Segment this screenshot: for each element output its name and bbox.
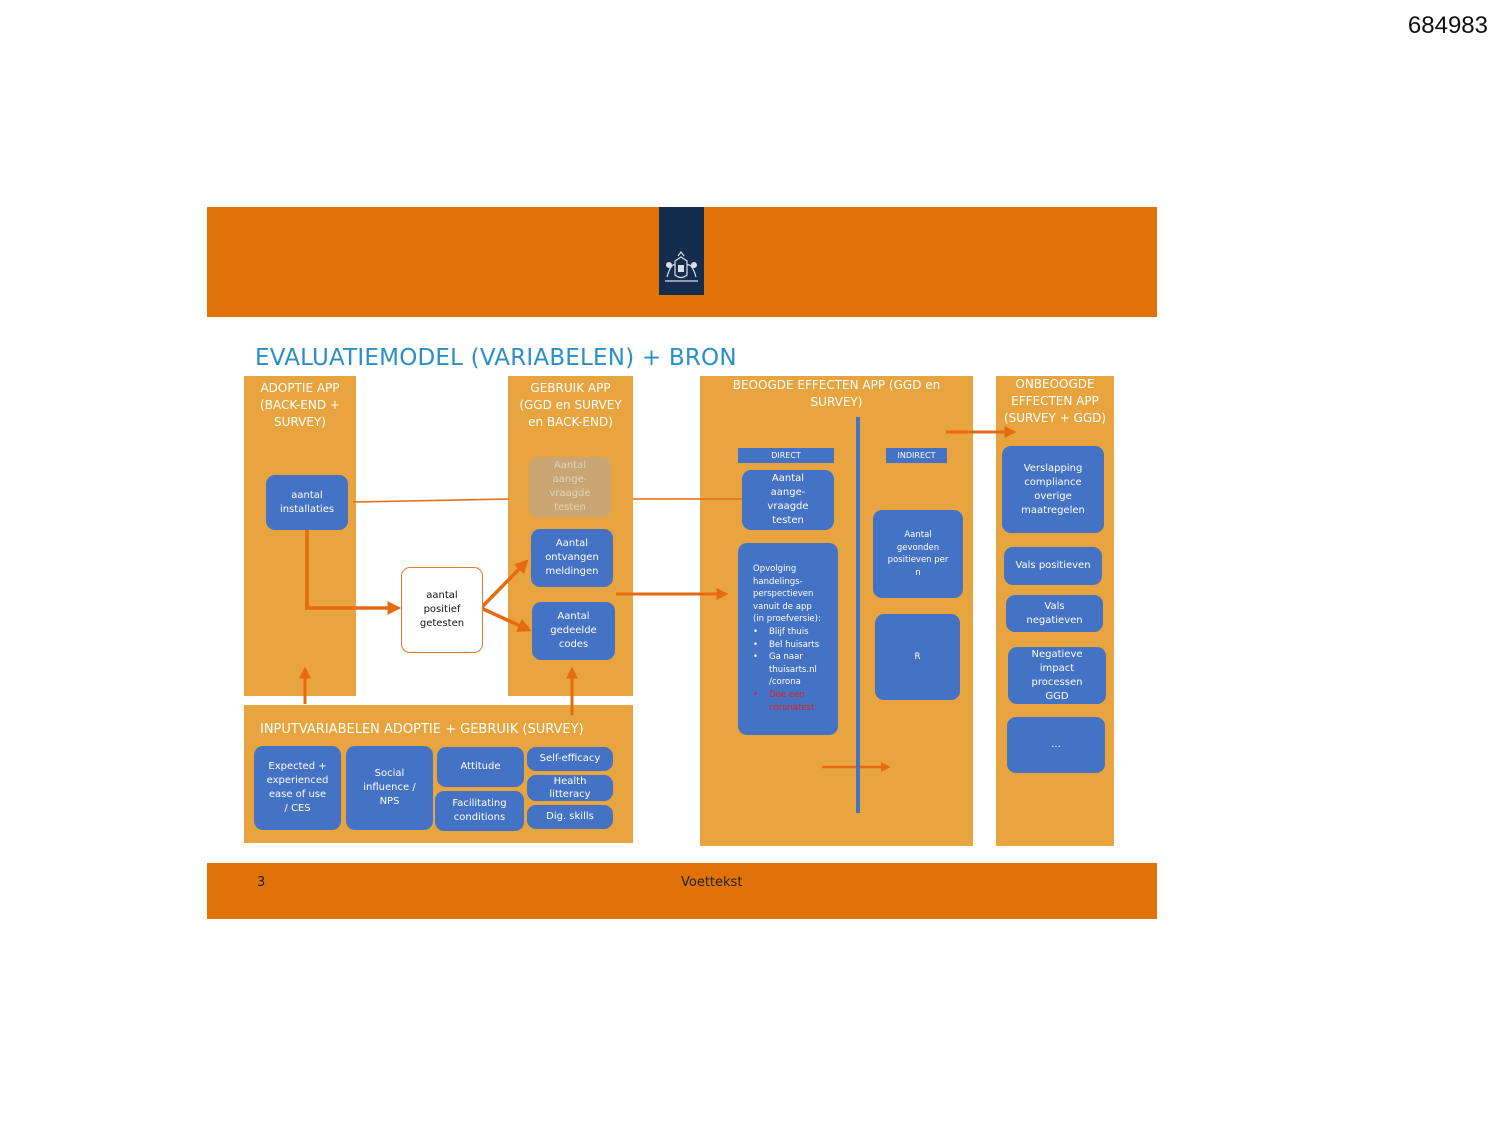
direct-indirect-divider — [856, 417, 860, 813]
box-facilitating-conditions: Facilitating conditions — [435, 791, 524, 831]
tag-direct: DIRECT — [738, 448, 834, 463]
arrow-positief-ontvangen — [479, 559, 529, 610]
coat-of-arms-icon — [665, 251, 698, 282]
box-vals-positieven: Vals positieven — [1004, 547, 1102, 585]
slide: EVALUATIEMODEL (VARIABELEN) + BRON ADOPT… — [207, 207, 1157, 919]
box-r: R — [875, 614, 960, 700]
box-ellipsis: ... — [1007, 717, 1105, 773]
panel-beoogde-title: BEOOGDE EFFECTEN APP (GGD en SURVEY) — [732, 378, 941, 409]
opvolging-item-blijf-thuis: Blijf thuis — [753, 626, 835, 639]
arrow-positief-gedeelde — [480, 606, 532, 632]
tag-indirect: INDIRECT — [886, 448, 947, 463]
box-aantal-aangevraagde-testen-gray: Aantal aange- vraagde testen — [529, 457, 611, 517]
box-self-efficacy: Self-efficacy — [527, 747, 613, 771]
opvolging-item-thuisarts: Ga naar thuisarts.nl /corona — [753, 651, 835, 689]
box-social-influence: Social influence / NPS — [346, 746, 433, 830]
box-negatieve-impact-ggd: Negatieve impact processen GGD — [1008, 647, 1106, 704]
panel-gebruik-title: GEBRUIK APP (GGD en SURVEY en BACK-END) — [519, 381, 622, 429]
box-dig-skills: Dig. skills — [527, 805, 613, 829]
box-aantal-gedeelde-codes: Aantal gedeelde codes — [532, 602, 615, 660]
box-attitude: Attitude — [437, 747, 524, 787]
slide-footer-bar: 3 Voettekst — [207, 863, 1157, 919]
connector-arrows — [299, 426, 1017, 772]
line-installaties-aangevraagd — [352, 498, 510, 503]
box-verslapping-compliance: Verslapping compliance overige maatregel… — [1002, 446, 1104, 533]
box-direct-aangevraagde-testen: Aantal aange- vraagde testen — [742, 470, 834, 530]
panel-input-title: INPUTVARIABELEN ADOPTIE + GEBRUIK (SURVE… — [260, 722, 584, 737]
box-opvolging-handelingsperspectieven: Opvolging handelings- perspectieven vanu… — [738, 543, 838, 735]
box-aantal-ontvangen-meldingen: Aantal ontvangen meldingen — [531, 529, 613, 587]
panel-adoptie-app: ADOPTIE APP (BACK-END + SURVEY) — [244, 376, 356, 696]
box-aantal-installaties: aantal installaties — [266, 475, 348, 530]
box-expected-ease-of-use: Expected + experienced ease of use / CES — [254, 746, 341, 830]
rijksoverheid-logo — [659, 207, 704, 295]
document-number: 684983 — [1407, 12, 1488, 39]
arrow-installaties-positief — [305, 530, 402, 615]
opvolging-intro: Opvolging handelings- perspectieven vanu… — [753, 564, 821, 625]
box-aantal-gevonden-positieven: Aantal gevonden positieven per n — [873, 510, 963, 598]
opvolging-item-coronatest: Doe een coronatest — [753, 689, 835, 714]
opvolging-item-bel-huisarts: Bel huisarts — [753, 639, 835, 652]
box-aantal-positief-getesten: aantal positief getesten — [401, 567, 483, 653]
slide-page-number: 3 — [257, 875, 266, 890]
diagram-title: EVALUATIEMODEL (VARIABELEN) + BRON — [255, 345, 737, 371]
panel-adoptie-title: ADOPTIE APP (BACK-END + SURVEY) — [260, 381, 340, 429]
panel-onbeoogde-title: ONBEOOGDE EFFECTEN APP (SURVEY + GGD) — [1003, 377, 1107, 425]
slide-footer-text: Voettekst — [681, 875, 743, 890]
box-health-litteracy: Health litteracy — [527, 775, 613, 801]
box-vals-negatieven: Vals negatieven — [1006, 595, 1103, 632]
